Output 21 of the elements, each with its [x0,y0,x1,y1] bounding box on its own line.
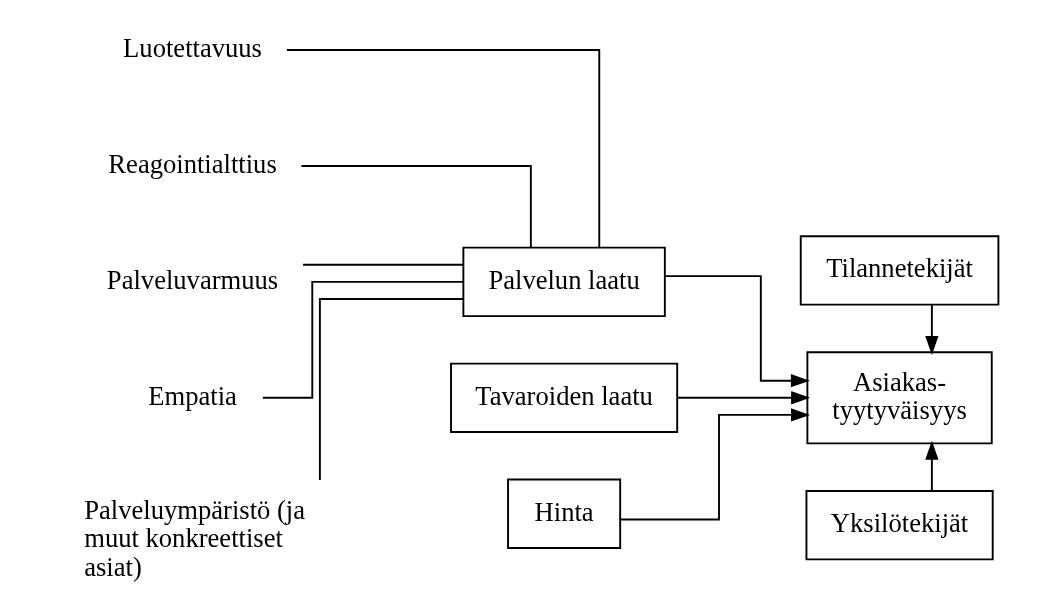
arrow [676,391,810,405]
connector [261,280,464,399]
arrow [924,440,939,492]
node-text: Palveluvarmuus [106,264,278,295]
node-box: Asiakas- tyytyväisyys [805,351,993,445]
arrow [924,304,939,355]
node-box: Tilannetekijät [799,235,999,306]
node-text: Reagointialttius [107,148,277,179]
connector [285,49,600,249]
node-text: Empatia [147,380,237,411]
node-box: Yksilötekijät [805,490,994,561]
node-box: Hinta [506,478,621,549]
arrow [663,275,810,388]
connector [300,165,532,249]
connector [318,298,464,481]
node-text: Luotettavuus [122,33,262,64]
node-box: Tavaroiden laatu [449,362,678,433]
node-box: Palvelun laatu [461,246,666,318]
connector [301,263,464,266]
arrow [619,408,810,521]
node-text: Palveluympäristö (ja muut konkreettiset asiat) [83,494,305,582]
